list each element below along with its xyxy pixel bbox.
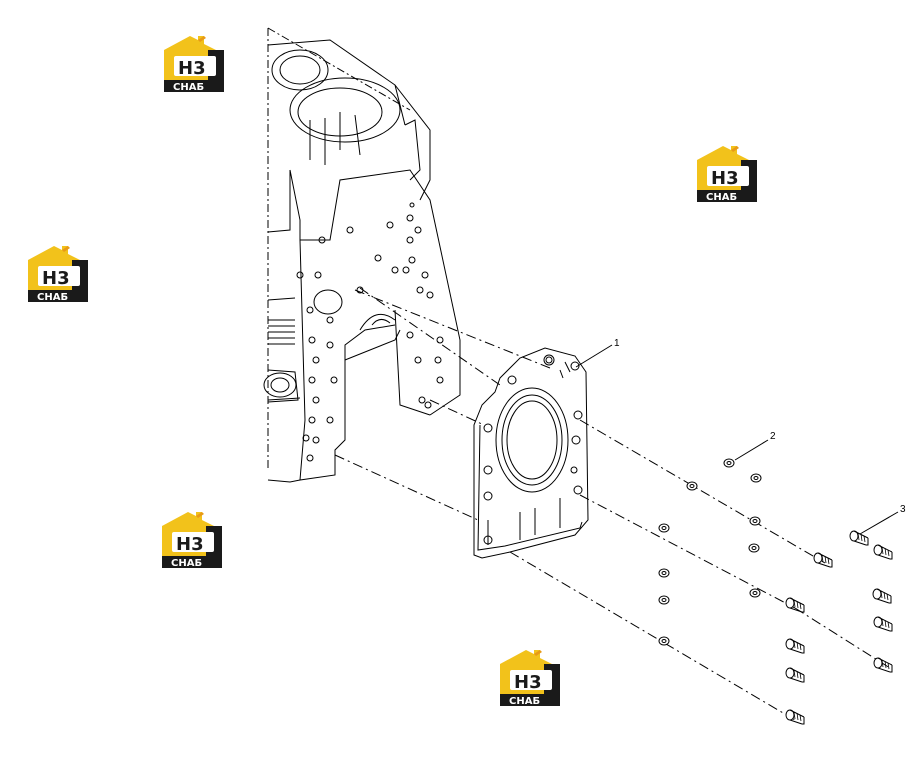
watermark-text: СНАБ xyxy=(706,192,737,203)
watermark-mark: H3 xyxy=(711,168,739,189)
callout-leaders xyxy=(575,344,899,535)
watermark-text: СНАБ xyxy=(509,696,540,707)
bolt-item xyxy=(785,667,805,683)
bolts xyxy=(785,530,893,725)
washer-item xyxy=(658,568,670,578)
washer-item xyxy=(723,458,735,468)
watermark-mark: H3 xyxy=(42,268,70,289)
watermark-logo: H3 СНАБ xyxy=(697,146,757,203)
alignment-lines xyxy=(334,287,891,721)
washer-item xyxy=(750,473,762,483)
bolt-item xyxy=(785,638,805,654)
washer-item xyxy=(658,523,670,533)
watermark-logo: H3 СНАБ xyxy=(500,650,560,707)
watermark-mark: H3 xyxy=(178,58,206,79)
rear-seal-housing xyxy=(473,347,589,559)
callout-3: 3 xyxy=(900,504,906,515)
bolt-item xyxy=(813,552,833,568)
washer-item xyxy=(658,595,670,605)
washer-item xyxy=(749,516,761,526)
watermark-text: СНАБ xyxy=(173,82,204,93)
bolt-item xyxy=(849,530,869,546)
bolt-item xyxy=(873,616,893,632)
engine-face-holes xyxy=(296,202,444,462)
watermark-logo: H3 СНАБ xyxy=(164,36,224,93)
bolt-item xyxy=(785,597,805,613)
bolt-item xyxy=(873,657,893,673)
watermark-mark: H3 xyxy=(176,534,204,555)
bolt-item xyxy=(785,709,805,725)
watermark-mark: H3 xyxy=(514,672,542,693)
watermark-logo: H3 СНАБ xyxy=(28,246,88,303)
washer-item xyxy=(686,481,698,491)
watermark-logo: H3 СНАБ xyxy=(162,512,222,569)
callout-2: 2 xyxy=(770,431,776,442)
bolt-item xyxy=(872,588,892,604)
washer-item xyxy=(658,636,670,646)
watermark-text: СНАБ xyxy=(37,292,68,303)
engine-block-housing xyxy=(263,27,461,483)
washers xyxy=(658,458,762,646)
bolt-item xyxy=(873,544,893,560)
callout-1: 1 xyxy=(614,338,620,349)
washer-item xyxy=(749,588,761,598)
watermark-text: СНАБ xyxy=(171,558,202,569)
washer-item xyxy=(748,543,760,553)
